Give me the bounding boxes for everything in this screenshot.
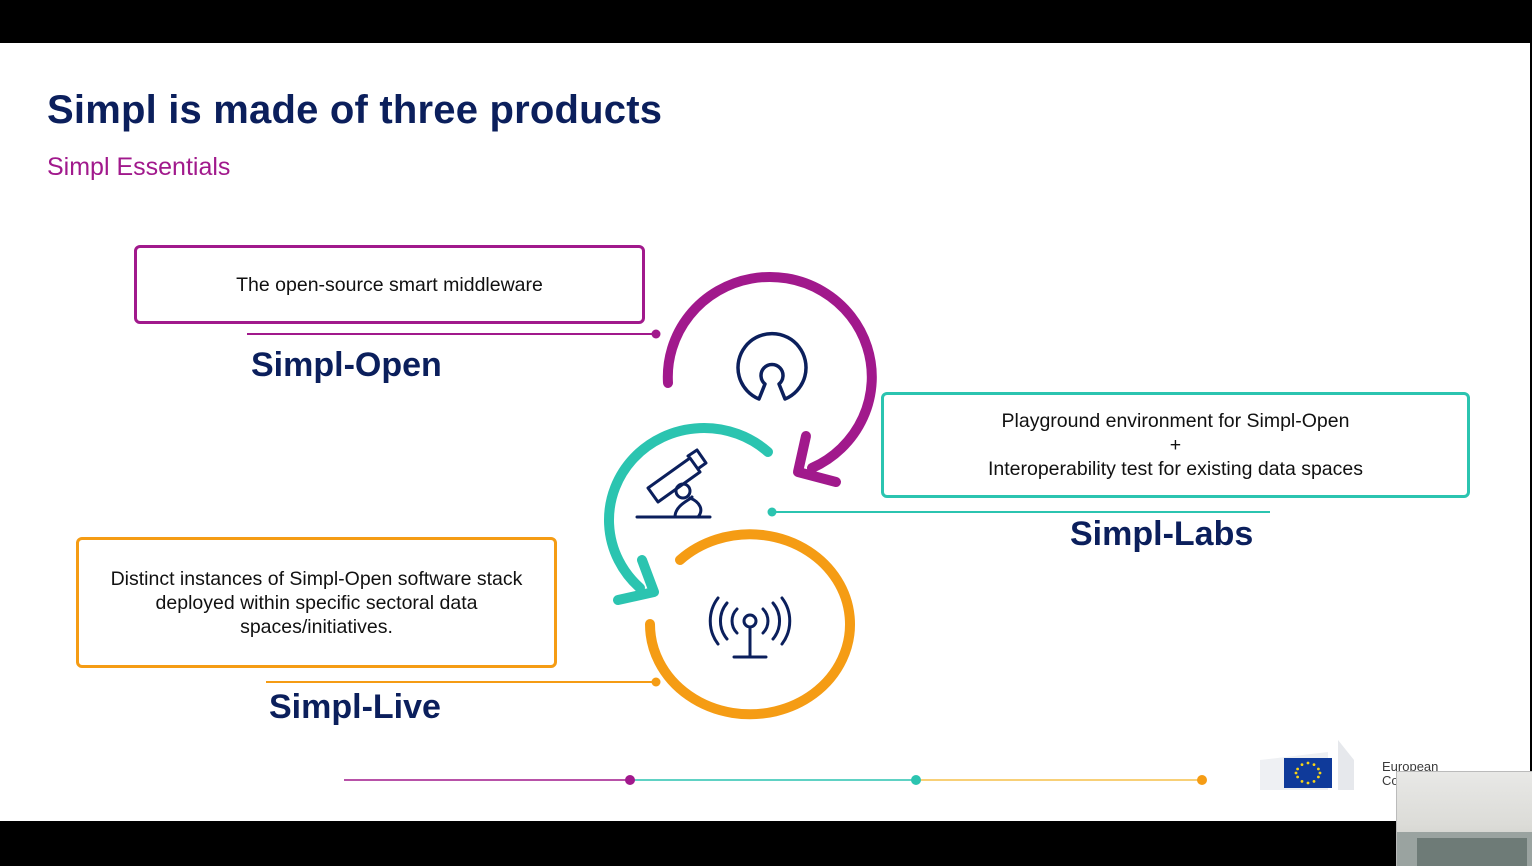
bottom-timeline [344, 775, 1207, 785]
timeline-dot-open [625, 775, 635, 785]
simpl-labs-description-box: Playground environment for Simpl-Open + … [881, 392, 1470, 498]
antenna-icon [708, 596, 792, 659]
live-cycle-arrow [644, 529, 855, 720]
open-cycle-arrow [662, 271, 877, 487]
microscope-icon [635, 448, 712, 519]
simpl-live-description-box: Distinct instances of Simpl-Open softwar… [76, 537, 557, 668]
simpl-open-label: Simpl-Open [251, 346, 442, 384]
labs-cycle-arrow [604, 423, 773, 605]
labs-connector-dot [767, 507, 777, 517]
video-thumbnail [1396, 771, 1532, 866]
simpl-open-description-box: The open-source smart middleware [134, 245, 645, 324]
slide-title: Simpl is made of three products [47, 88, 663, 132]
open-source-icon [736, 331, 808, 401]
timeline-dot-labs [911, 775, 921, 785]
simpl-labs-label: Simpl-Labs [1070, 515, 1254, 553]
org-line1: European [1382, 760, 1439, 774]
simpl-labs-description-line1: Playground environment for Simpl-Open [1001, 410, 1350, 432]
simpl-labs-description-plus: + [1169, 434, 1182, 456]
european-commission-text: European Co [1382, 760, 1472, 788]
top-letterbox-bar [0, 0, 1532, 43]
org-line2: Co [1382, 773, 1399, 788]
simpl-open-description: The open-source smart middleware [236, 273, 543, 296]
timeline-dot-live [1197, 775, 1207, 785]
simpl-labs-description-line2: Interoperability test for existing data … [987, 458, 1364, 480]
bottom-letterbox-bar [0, 821, 1532, 865]
live-connector-dot [651, 677, 661, 687]
simpl-live-label: Simpl-Live [269, 688, 441, 726]
slide-subtitle: Simpl Essentials [47, 153, 231, 181]
open-connector-dot [651, 329, 661, 339]
eu-flag-icon [1260, 740, 1354, 790]
simpl-live-description: Distinct instances of Simpl-Open softwar… [110, 567, 523, 638]
